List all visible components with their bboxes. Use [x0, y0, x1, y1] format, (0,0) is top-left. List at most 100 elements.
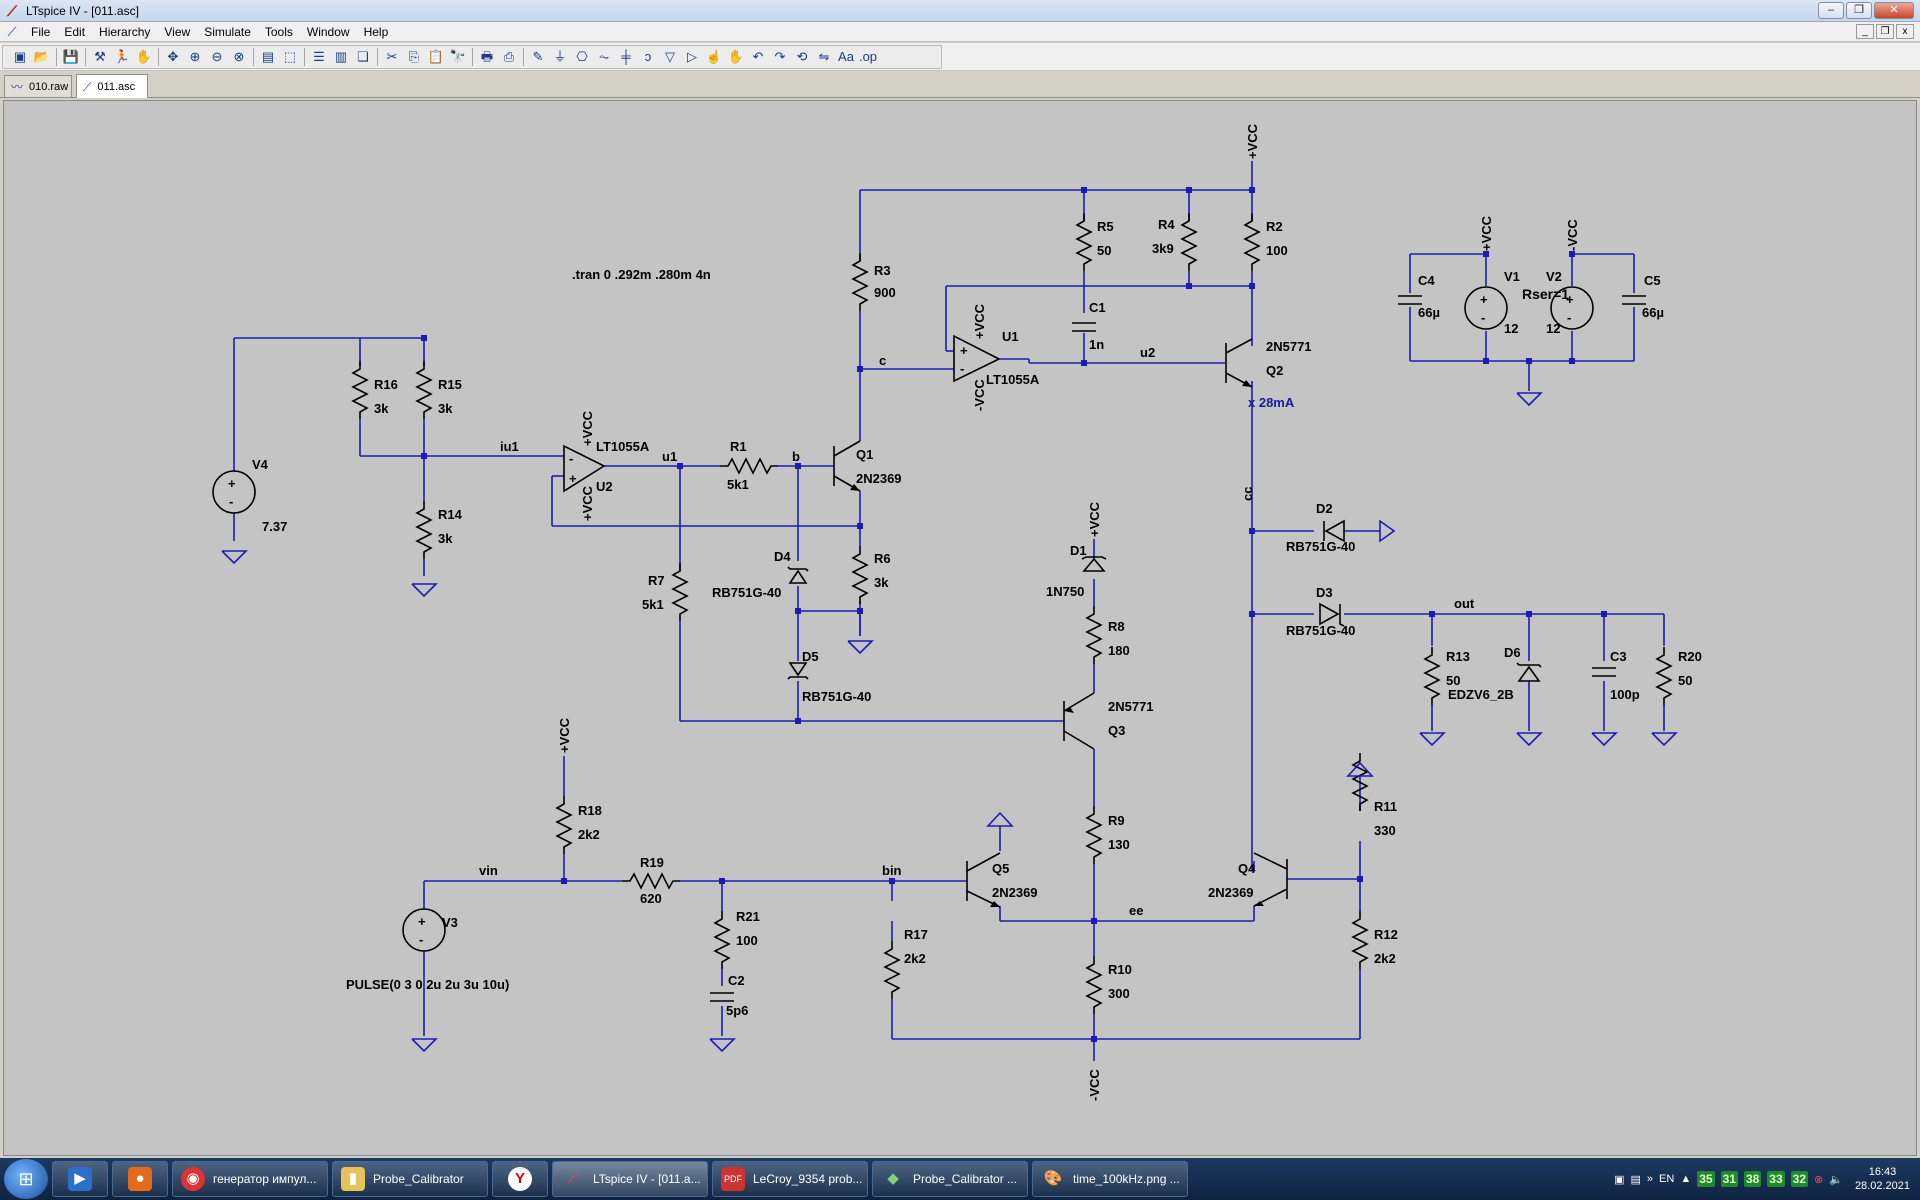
capacitor-c4[interactable]	[1398, 295, 1422, 305]
save-icon[interactable]: 💾	[62, 49, 80, 64]
run-icon[interactable]: 🏃	[113, 49, 131, 64]
media-player-button[interactable]: ▶	[52, 1161, 108, 1197]
new-schematic-icon[interactable]: ▣	[13, 49, 27, 64]
inductor-icon[interactable]: ↄ	[644, 49, 652, 64]
source-v1[interactable]: +-	[1464, 286, 1508, 330]
tray-overflow-icon[interactable]: »	[1646, 1173, 1654, 1185]
transistor-q4[interactable]	[1253, 852, 1288, 907]
diode-d4[interactable]	[787, 566, 809, 584]
taskbar-item-chrome[interactable]: ◉ генератор импул...	[172, 1161, 328, 1197]
resistor-r8[interactable]	[1086, 605, 1102, 665]
resistor-r9[interactable]	[1086, 805, 1102, 865]
open-icon[interactable]: 📂	[33, 49, 51, 64]
menu-hierarchy[interactable]: Hierarchy	[99, 24, 151, 39]
diode-d3[interactable]	[1319, 602, 1345, 627]
menu-file[interactable]: File	[31, 24, 51, 39]
resistor-r20[interactable]	[1656, 646, 1672, 706]
move-icon[interactable]: ☝	[705, 49, 723, 64]
menu-view[interactable]: View	[164, 24, 191, 39]
close-button[interactable]: ✕	[1874, 2, 1914, 19]
doc-close-button[interactable]: x	[1896, 24, 1914, 39]
resistor-r3[interactable]	[852, 252, 868, 312]
resistor-r14[interactable]	[416, 500, 432, 560]
label-net-icon[interactable]: ⎔	[576, 49, 588, 64]
halt-icon[interactable]: ✋	[135, 49, 153, 64]
pan-icon[interactable]: ✥	[167, 49, 179, 64]
clock[interactable]: 16:43 28.02.2021	[1855, 1165, 1910, 1193]
resistor-r5[interactable]	[1076, 212, 1092, 272]
redo-icon[interactable]: ↷	[774, 49, 786, 64]
transistor-q2[interactable]	[1209, 338, 1253, 388]
spice-directive-icon[interactable]: .op	[858, 49, 878, 64]
control-panel-icon[interactable]: ⚒	[94, 49, 106, 64]
opamp-u2[interactable]: -+	[563, 444, 606, 493]
schematic-canvas[interactable]: +- -+ +- +- +- +- .tran 0 .292m .280m 4n	[3, 100, 1917, 1156]
resistor-r6[interactable]	[852, 545, 868, 605]
drag-icon[interactable]: ✋	[727, 49, 745, 64]
ground-icon[interactable]: ⏚	[553, 49, 567, 64]
autorange-icon[interactable]: ▤	[261, 49, 275, 64]
capacitor-c2[interactable]	[710, 992, 734, 1002]
yandex-button[interactable]: Y	[492, 1161, 548, 1197]
maximize-button[interactable]: ❐	[1846, 2, 1872, 19]
resistor-r21[interactable]	[714, 910, 730, 970]
copy-icon[interactable]: ⎘	[408, 49, 420, 64]
diode-d6[interactable]	[1516, 662, 1542, 682]
resistor-r13[interactable]	[1424, 646, 1440, 706]
tab-011-asc[interactable]: ⟋ 011.asc	[76, 74, 148, 98]
source-v3[interactable]: +-	[402, 908, 446, 952]
zoom-out-icon[interactable]: ⊖	[211, 49, 223, 64]
taskbar-item-folder[interactable]: ▮ Probe_Calibrator	[332, 1161, 488, 1197]
resistor-r1[interactable]	[719, 458, 779, 474]
transistor-q1[interactable]	[833, 440, 861, 492]
doc-minimize-button[interactable]: _	[1856, 24, 1874, 39]
zoom-in-icon[interactable]: ⊕	[189, 49, 201, 64]
taskbar-item-ltspice[interactable]: ⟋ LTspice IV - [011.a...	[552, 1161, 708, 1197]
taskbar-item-paint[interactable]: 🎨 time_100kHz.png ...	[1032, 1161, 1188, 1197]
diode-icon[interactable]: ▽	[665, 49, 675, 64]
cascade-icon[interactable]: ❏	[357, 49, 369, 64]
tray-folder-icon[interactable]: ▣	[1614, 1173, 1625, 1186]
resistor-r10[interactable]	[1086, 955, 1102, 1015]
draw-wire-icon[interactable]: ✎	[532, 49, 544, 64]
tray-volume-icon[interactable]: 🔈	[1829, 1173, 1843, 1186]
diode-d2[interactable]	[1323, 519, 1345, 543]
rotate-icon[interactable]: ⟲	[796, 49, 808, 64]
resistor-r16[interactable]	[352, 360, 368, 420]
mirror-icon[interactable]: ⇋	[818, 49, 830, 64]
spice-directive[interactable]: .tran 0 .292m .280m 4n	[572, 267, 711, 282]
resistor-r18[interactable]	[556, 795, 572, 855]
opamp-u1[interactable]: +-	[953, 334, 1030, 383]
cursor-icon[interactable]: ⬚	[283, 49, 297, 64]
start-button[interactable]: ⊞	[4, 1159, 48, 1199]
diode-d1[interactable]	[1081, 556, 1107, 572]
print-preview-icon[interactable]: 🖶	[480, 49, 494, 64]
capacitor-c1[interactable]	[1072, 322, 1096, 332]
tray-network-icon[interactable]: ▤	[1630, 1173, 1641, 1186]
resistor-icon[interactable]: ⏦	[598, 49, 610, 64]
minimize-button[interactable]: ‒	[1818, 2, 1844, 19]
firefox-button[interactable]: ●	[112, 1161, 168, 1197]
tile-horizontal-icon[interactable]: ☰	[313, 49, 325, 64]
component-icon[interactable]: ▷	[687, 49, 697, 64]
tray-arrow-icon[interactable]: ▲	[1680, 1173, 1692, 1185]
transistor-q3[interactable]	[1063, 692, 1095, 750]
resistor-r2[interactable]	[1244, 212, 1260, 272]
resistor-r17[interactable]	[884, 940, 900, 1000]
resistor-r19[interactable]	[621, 873, 681, 889]
resistor-r4[interactable]	[1181, 212, 1197, 272]
tile-vertical-icon[interactable]: ▥	[334, 49, 348, 64]
doc-restore-button[interactable]: ❐	[1876, 24, 1894, 39]
zoom-fit-icon[interactable]: ⊗	[233, 49, 245, 64]
taskbar-item-pdf[interactable]: PDF LeCroy_9354 prob...	[712, 1161, 868, 1197]
cut-icon[interactable]: ✂	[386, 49, 398, 64]
diode-d5[interactable]	[787, 662, 809, 680]
tray-error-icon[interactable]: ⊗	[1814, 1173, 1824, 1186]
resistor-r7[interactable]	[672, 562, 688, 622]
capacitor-icon[interactable]: ╪	[621, 49, 631, 64]
print-icon[interactable]: ⎙	[503, 49, 515, 64]
undo-icon[interactable]: ↶	[752, 49, 764, 64]
menu-help[interactable]: Help	[363, 24, 389, 39]
menu-tools[interactable]: Tools	[264, 24, 293, 39]
menu-edit[interactable]: Edit	[64, 24, 86, 39]
